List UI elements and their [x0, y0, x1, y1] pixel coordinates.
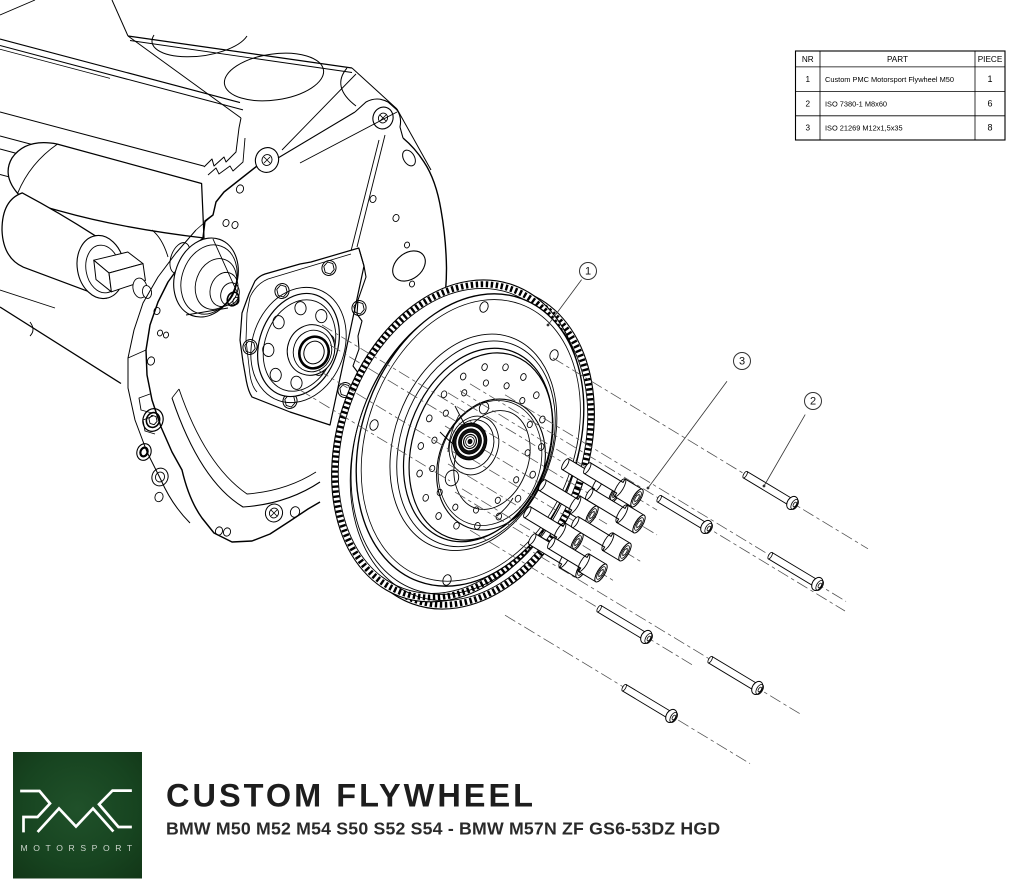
svg-text:6: 6	[987, 99, 992, 109]
svg-text:3: 3	[805, 124, 810, 133]
svg-text:1: 1	[585, 265, 591, 277]
svg-text:PART: PART	[887, 55, 908, 64]
svg-text:ISO 7380-1 M8x60: ISO 7380-1 M8x60	[825, 100, 887, 109]
svg-text:MOTORSPORT: MOTORSPORT	[21, 843, 138, 853]
svg-text:1: 1	[805, 75, 810, 84]
svg-text:CUSTOM FLYWHEEL: CUSTOM FLYWHEEL	[166, 778, 536, 814]
svg-text:ISO 21269 M12x1,5x35: ISO 21269 M12x1,5x35	[825, 124, 903, 133]
svg-text:Custom PMC Motorsport Flywheel: Custom PMC Motorsport Flywheel M50	[825, 75, 954, 84]
svg-text:2: 2	[810, 395, 816, 407]
svg-text:2: 2	[805, 100, 810, 109]
svg-text:BMW M50 M52 M54 S50 S52 S54 -: BMW M50 M52 M54 S50 S52 S54 - BMW M57N Z…	[166, 819, 720, 839]
svg-text:8: 8	[987, 123, 992, 133]
svg-text:3: 3	[739, 355, 745, 367]
svg-text:PIECE: PIECE	[978, 55, 1003, 64]
svg-text:NR: NR	[802, 55, 814, 64]
svg-text:1: 1	[987, 74, 992, 84]
